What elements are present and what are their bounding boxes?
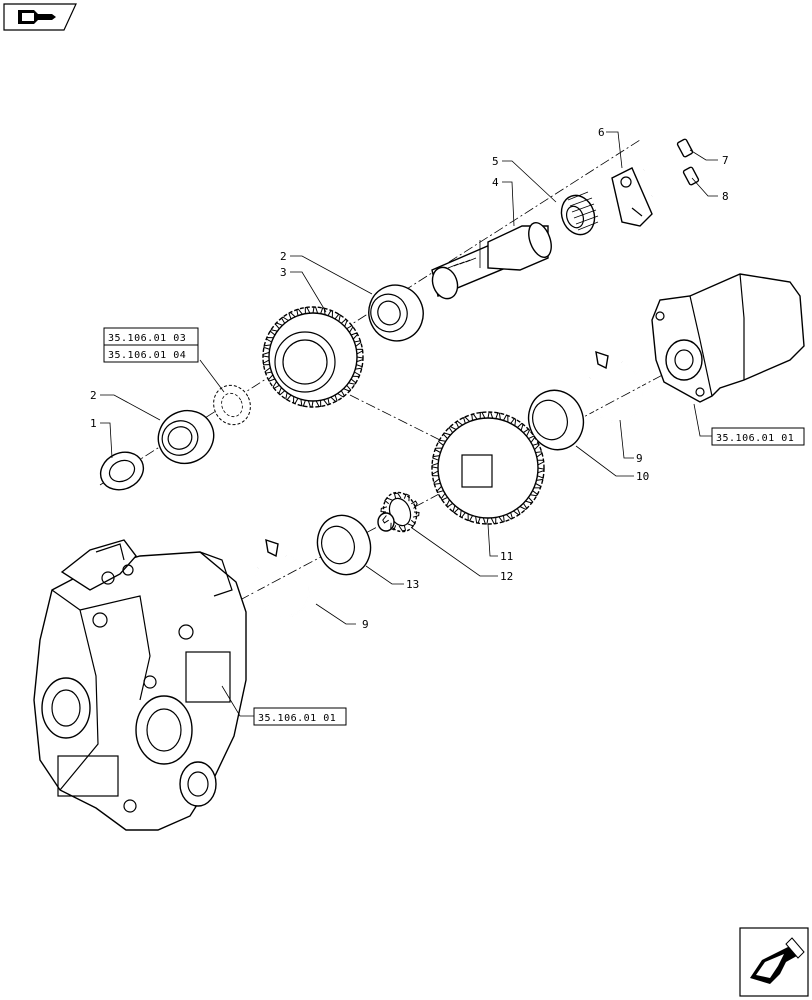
callout-10: 10 <box>636 470 649 483</box>
spacer-ring-optional <box>213 384 251 426</box>
pump-housing <box>33 539 247 831</box>
callout-8: 8 <box>722 190 729 203</box>
callout-13: 13 <box>406 578 419 591</box>
part-7-bolt <box>643 138 694 172</box>
part-4-splined-shaft <box>431 222 552 300</box>
book-arrow-icon <box>18 10 56 24</box>
part-6-lock-plate <box>611 167 653 227</box>
callout-2-lower: 2 <box>90 389 97 402</box>
callout-1: 1 <box>90 417 97 430</box>
part-8-bolt <box>651 166 700 198</box>
ref-box-35-106-01-04[interactable]: 35.106.01 04 <box>103 344 199 363</box>
part-9-circlip-upper <box>586 350 643 424</box>
callout-7: 7 <box>722 154 729 167</box>
next-page-badge[interactable] <box>739 927 809 997</box>
part-2-bearing-upper <box>368 284 424 342</box>
part-10-bearing <box>527 389 585 451</box>
leader-lines <box>100 131 718 717</box>
next-page-arrow-icon <box>750 937 805 984</box>
part-3-gear-teeth <box>262 306 364 408</box>
part-13-bearing <box>316 514 372 576</box>
part-1-seal-ring <box>99 451 145 491</box>
part-5-pinion <box>560 191 599 236</box>
callout-11: 11 <box>500 550 513 563</box>
ref-text-pump: 35.106.01 01 <box>258 713 336 724</box>
callout-3: 3 <box>280 266 287 279</box>
part-9-circlip-lower <box>254 538 311 618</box>
callout-12: 12 <box>500 570 513 583</box>
ref-text-motor: 35.106.01 01 <box>716 433 794 444</box>
callout-4: 4 <box>492 176 499 189</box>
catalog-nav-badge[interactable] <box>3 3 77 31</box>
ref-box-35-106-01-03[interactable]: 35.106.01 03 <box>103 327 199 346</box>
ref-box-pump[interactable]: 35.106.01 01 <box>253 707 347 726</box>
part-12-pinion-teeth <box>380 492 420 532</box>
ref-box-motor[interactable]: 35.106.01 01 <box>711 427 805 446</box>
ref-text-04: 35.106.01 04 <box>108 350 186 361</box>
callout-5: 5 <box>492 155 499 168</box>
ref-text-03: 35.106.01 03 <box>108 333 186 344</box>
part-2-bearing-lower <box>157 409 215 465</box>
part-3-drive-gear <box>262 306 364 408</box>
gear-motor-right <box>651 273 805 403</box>
part-11-gear-teeth <box>431 411 545 525</box>
callout-9-upper: 9 <box>636 452 643 465</box>
part-11-driven-gear <box>431 411 545 525</box>
callout-2-upper: 2 <box>280 250 287 263</box>
callout-6: 6 <box>598 126 605 139</box>
callout-9-lower: 9 <box>362 618 369 631</box>
